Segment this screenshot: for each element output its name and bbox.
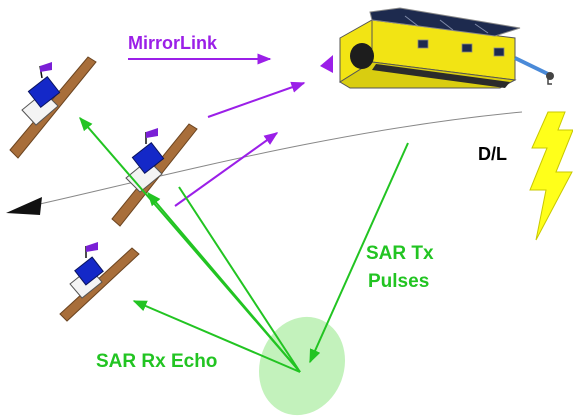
terminal-body [131, 142, 165, 174]
footprint-ellipse [258, 316, 346, 416]
mirror-terminal-1 [9, 56, 97, 159]
mirrorlink-label: MirrorLink [128, 33, 218, 53]
flag-icon [40, 62, 52, 72]
mirror-terminal-2 [111, 123, 198, 227]
terminal-body [27, 76, 61, 108]
sar-tx-label-line1: SAR Tx [366, 243, 434, 264]
sar-tx-label-line2: Pulses [368, 271, 429, 292]
satellite-icon [339, 7, 554, 89]
ground-track-arrowhead-icon [6, 197, 42, 215]
mirrorlink-arrows [128, 53, 333, 207]
downlink-label: D/L [478, 144, 507, 164]
terminal-body [74, 256, 104, 286]
ground-track [6, 111, 523, 215]
sar-rx-label: SAR Rx Echo [96, 351, 217, 372]
flag-icon [146, 128, 158, 138]
sar-arrows [79, 116, 409, 373]
lightning-icon [529, 111, 573, 241]
mirror-terminal-3 [59, 242, 140, 322]
flag-icon [86, 242, 98, 252]
